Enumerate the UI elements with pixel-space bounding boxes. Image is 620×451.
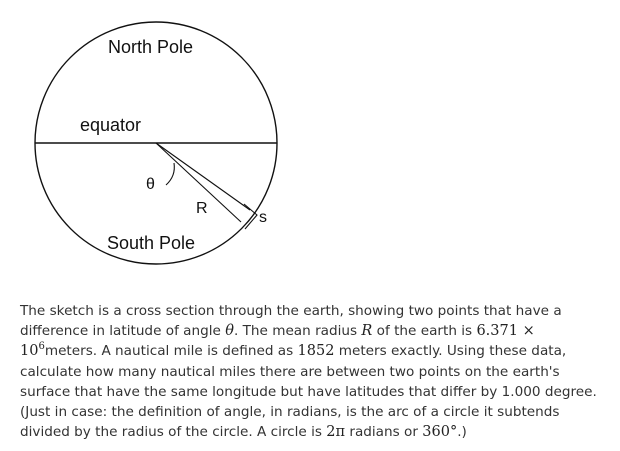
problem-text-1: The sketch is a cross section through th… [20, 303, 562, 340]
problem-text-4: meters. A nautical mile is defined as [44, 343, 298, 360]
degrees-value: 360° [422, 424, 458, 441]
south-pole-label: South Pole [107, 233, 195, 253]
problem-text-5: meters exactly. Using these data, calcul… [20, 343, 597, 441]
problem-text-3: of the earth is [372, 323, 477, 340]
problem-text: The sketch is a cross section through th… [20, 301, 612, 442]
nautical-mile-value: 1852 [297, 343, 335, 360]
radius-label: R [196, 200, 208, 217]
earth-radius-exponent: 6 [38, 341, 45, 353]
radius-line-1 [155, 142, 251, 211]
earth-radius-value: 6.371 × 106 [20, 323, 535, 360]
problem-text-2: . The mean radius [233, 323, 362, 340]
earth-cross-section-diagram: North Pole equator South Pole θ R s [34, 21, 278, 265]
theta-symbol: θ [225, 323, 234, 340]
two-pi-value: 2π [326, 424, 346, 441]
arc-marker [243, 203, 258, 230]
radius-symbol: R [361, 323, 373, 340]
problem-text-7: .) [457, 424, 467, 441]
radius-line-2 [155, 142, 242, 223]
equator-label: equator [80, 115, 141, 135]
angle-arc [165, 162, 175, 186]
arc-label: s [259, 209, 267, 226]
theta-label: θ [146, 176, 155, 193]
north-pole-label: North Pole [108, 37, 193, 57]
problem-text-6: radians or [345, 424, 423, 441]
